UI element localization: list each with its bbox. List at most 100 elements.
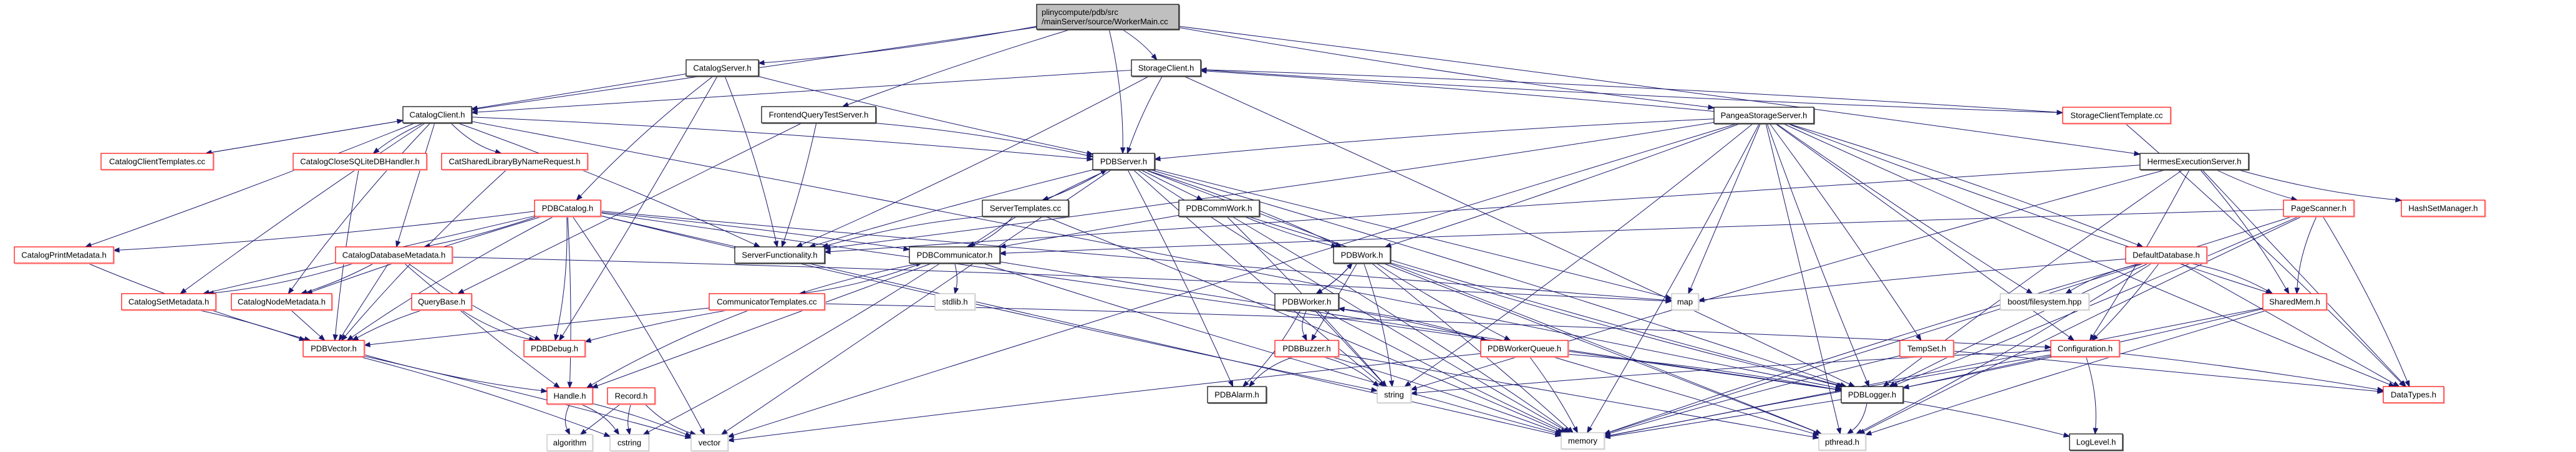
edge-line: [2180, 262, 2394, 385]
node-communicatortemplates[interactable]: CommunicatorTemplates.cc: [709, 293, 826, 311]
node-label: pthread.h: [1825, 438, 1859, 447]
arrowhead-icon: [727, 437, 734, 443]
node-catalogsetmetadata[interactable]: CatalogSetMetadata.h: [121, 293, 217, 311]
arrowhead-icon: [1337, 306, 1345, 312]
node-box: [2000, 293, 2089, 310]
edge-line: [1766, 123, 1867, 382]
node-catalogserver[interactable]: CatalogServer.h: [685, 59, 760, 77]
node-configuration[interactable]: Configuration.h: [2050, 340, 2121, 358]
node-box: [1207, 386, 1267, 403]
edge-line: [724, 75, 777, 242]
edge-line: [397, 122, 435, 242]
node-pdbworker[interactable]: PDBWorker.h: [1274, 293, 1340, 311]
edge-handle-to-cstring: [579, 403, 620, 436]
node-pagescanner[interactable]: PageScanner.h: [2283, 200, 2355, 218]
arrowhead-icon: [699, 428, 705, 436]
node-shadow: [1208, 387, 1267, 404]
node-box: [2139, 153, 2249, 170]
node-pdbserver[interactable]: PDBServer.h: [1092, 153, 1156, 171]
node-label: CatalogNodeMetadata.h: [238, 297, 326, 307]
edge-configuration-to-string: [1410, 350, 2051, 396]
node-shadow: [2141, 154, 2250, 171]
node-hashsetmanager[interactable]: HashSetManager.h: [2401, 200, 2486, 218]
node-shadow: [1715, 108, 1815, 125]
edge-configuration-to-loglevel: [2086, 356, 2098, 435]
node-pdbwork[interactable]: PDBWork.h: [1333, 246, 1392, 264]
node-label: PDBBuzzer.h: [1282, 344, 1330, 353]
edge-line: [119, 211, 535, 251]
node-shadow: [735, 248, 826, 264]
node-shadow: [442, 154, 589, 171]
edge-line: [306, 262, 375, 292]
node-tempset[interactable]: TempSet.h: [1899, 340, 1955, 358]
node-serverfunctionality[interactable]: ServerFunctionality.h: [734, 246, 826, 264]
edge-root-to-pdbserver: [1108, 29, 1126, 155]
arrowhead-icon: [559, 334, 565, 342]
edge-line: [1382, 262, 1816, 433]
edge-hermesexecutionserver-to-serverfunctionality: [823, 165, 2141, 254]
arrowhead-icon: [363, 342, 370, 347]
arrowhead-icon: [2089, 334, 2096, 342]
node-box: [1274, 340, 1339, 357]
node-pdbcommunicator[interactable]: PDBCommunicator.h: [909, 246, 1001, 264]
node-catalogclosesqlitedbhandler[interactable]: CatalogCloseSQLiteDBHandler.h: [293, 153, 428, 171]
node-label: PDBAlarm.h: [1214, 390, 1259, 400]
node-querybase[interactable]: QueryBase.h: [411, 293, 473, 311]
node-shadow: [102, 154, 215, 171]
node-pdbvector[interactable]: PDBVector.h: [303, 340, 366, 358]
node-catalogprintmetadata[interactable]: CatalogPrintMetadata.h: [14, 246, 115, 264]
node-pdbalarm[interactable]: PDBAlarm.h: [1207, 386, 1267, 404]
node-defaultdatabase[interactable]: DefaultDatabase.h: [2125, 246, 2208, 264]
node-box: [402, 106, 472, 123]
edge-line: [1154, 168, 1667, 297]
node-label: TempSet.h: [1907, 344, 1946, 353]
node-pdblogger[interactable]: PDBLogger.h: [1841, 386, 1904, 404]
arrowhead-icon: [795, 242, 803, 248]
node-pdbcommwork[interactable]: PDBCommWork.h: [1178, 200, 1261, 218]
edge-frontendquerytestserver-to-querybase: [457, 122, 803, 294]
node-label: algorithm: [553, 438, 586, 448]
edge-line: [1871, 309, 2269, 434]
node-pdbdebug[interactable]: PDBDebug.h: [523, 340, 586, 358]
node-root[interactable]: plinycompute/pdb/src/mainServer/source/W…: [1036, 4, 1180, 31]
node-box: [2262, 293, 2327, 310]
node-storageclient[interactable]: StorageClient.h: [1131, 59, 1202, 77]
arrowhead-icon: [684, 431, 692, 437]
node-shadow: [304, 341, 366, 358]
node-label: PDBServer.h: [1100, 157, 1147, 166]
node-hermesexecutionserver[interactable]: HermesExecutionServer.h: [2139, 153, 2250, 171]
node-label: /mainServer/source/WorkerMain.cc: [1042, 17, 1168, 26]
node-servertemplates[interactable]: ServerTemplates.cc: [982, 200, 1070, 218]
node-shadow: [762, 107, 877, 124]
arrowhead-icon: [1410, 390, 1417, 396]
edge-configuration-to-datatypes: [2119, 353, 2385, 392]
node-catsharedlibrarybynamerequest[interactable]: CatSharedLibraryByNameRequest.h: [441, 153, 589, 171]
arrowhead-icon: [1346, 262, 1353, 269]
node-record[interactable]: Record.h: [607, 387, 656, 405]
edge-pangeastorageserver-to-tempset: [1769, 123, 1922, 342]
edge-catalogdatabasemetadata-to-pdbvector: [338, 262, 389, 342]
node-pangeastorageserver[interactable]: PangeaStorageServer.h: [1713, 107, 1815, 125]
node-pdbworkerqueue[interactable]: PDBWorkerQueue.h: [1480, 340, 1569, 358]
edge-pdbworkerqueue-to-pdblogger: [1567, 353, 1842, 392]
node-storageclienttemplate[interactable]: StorageClientTemplate.cc: [2062, 107, 2172, 125]
edge-pangeastorageserver-to-vector: [727, 123, 1738, 438]
arrowhead-icon: [727, 432, 735, 438]
node-catalogclienttemplates[interactable]: CatalogClientTemplates.cc: [100, 153, 215, 171]
node-catalogdatabasemetadata[interactable]: CatalogDatabaseMetadata.h: [335, 246, 453, 264]
node-datatypes[interactable]: DataTypes.h: [2383, 386, 2445, 404]
edge-line: [1776, 123, 2028, 291]
node-catalogclient[interactable]: CatalogClient.h: [402, 106, 473, 124]
node-frontendquerytestserver[interactable]: FrontendQueryTestServer.h: [761, 106, 877, 124]
edge-line: [457, 122, 755, 245]
node-pdbbuzzer[interactable]: PDBBuzzer.h: [1274, 340, 1340, 358]
node-handle[interactable]: Handle.h: [546, 387, 594, 405]
edge-sharedmem-to-pthread: [1864, 309, 2269, 436]
node-sharedmem[interactable]: SharedMem.h: [2262, 293, 2328, 311]
arrowhead-icon: [2395, 197, 2403, 203]
node-catalognodemetadata[interactable]: CatalogNodeMetadata.h: [231, 293, 333, 311]
node-shadow: [336, 248, 453, 264]
node-pdbcatalog[interactable]: PDBCatalog.h: [534, 200, 602, 218]
node-loglevel[interactable]: LogLevel.h: [2069, 433, 2124, 451]
edge-line: [1243, 216, 1332, 246]
